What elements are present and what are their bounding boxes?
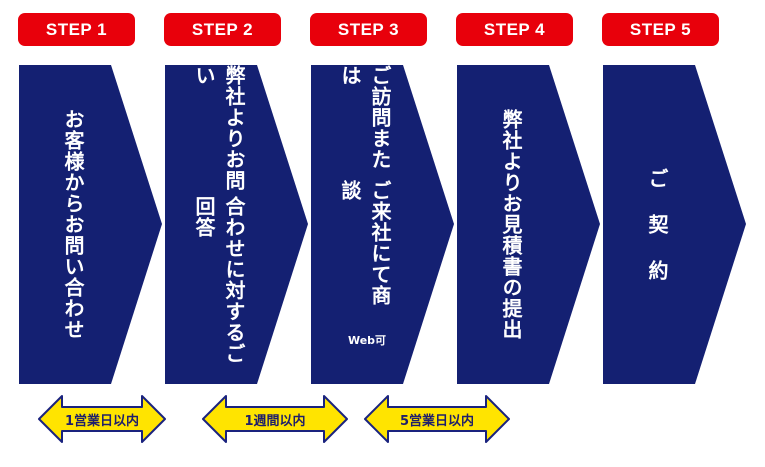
step-2-text: 弊社よりお問い 合わせに対するご回答 — [165, 65, 273, 384]
step-1-line-1: お客様からお問い合わせ — [61, 109, 85, 340]
step-2-chevron: 弊社よりお問い 合わせに対するご回答 — [165, 65, 315, 384]
step-1-chevron: お客様からお問い合わせ — [19, 65, 169, 384]
step-2-line-1: 弊社よりお問い — [192, 65, 246, 191]
duration-2-text: 1週間以内 — [244, 413, 306, 429]
step-5-line-1: ご 契 約 — [645, 168, 669, 281]
chevron-shape — [165, 65, 308, 384]
step-5-chevron: ご 契 約 — [603, 65, 753, 384]
duration-arrow-1: 1営業日以内 — [36, 392, 168, 446]
duration-3-text: 5営業日以内 — [399, 413, 475, 429]
step-1-label: STEP 1 — [18, 13, 135, 46]
step-4-line-1: 弊社より — [499, 109, 523, 193]
step-4-label: STEP 4 — [456, 13, 573, 46]
chevron-shape — [457, 65, 600, 384]
step-2-label: STEP 2 — [164, 13, 281, 46]
step-5-text: ご 契 約 — [603, 65, 711, 384]
double-arrow-icon — [364, 395, 510, 443]
step-3-text: ご訪問または ご来社にて商談 — [311, 65, 419, 315]
step-3-note: Web可 — [347, 334, 387, 347]
double-arrow-icon — [202, 395, 348, 443]
double-arrow-icon — [38, 395, 166, 443]
step-3-line-2: ご来社にて商談 — [338, 180, 392, 307]
step-4-text: 弊社より お見積書の提出 — [457, 65, 565, 384]
duration-1-text: 1営業日以内 — [64, 413, 140, 429]
step-2-line-2: 合わせに対するご回答 — [192, 196, 246, 365]
chevron-shape — [19, 65, 162, 384]
step-3-chevron: ご訪問または ご来社にて商談 Web可 — [311, 65, 461, 384]
step-3-label: STEP 3 — [310, 13, 427, 46]
duration-arrow-3: 5営業日以内 — [362, 392, 512, 446]
step-3-line-1: ご訪問または — [338, 65, 392, 170]
step-4-chevron: 弊社より お見積書の提出 — [457, 65, 607, 384]
step-4-line-2: お見積書の提出 — [499, 193, 523, 340]
chevron-shape — [603, 65, 746, 384]
chevron-shape — [311, 65, 454, 384]
step-1-text: お客様からお問い合わせ — [19, 65, 127, 384]
duration-arrow-2: 1週間以内 — [200, 392, 350, 446]
step-5-label: STEP 5 — [602, 13, 719, 46]
